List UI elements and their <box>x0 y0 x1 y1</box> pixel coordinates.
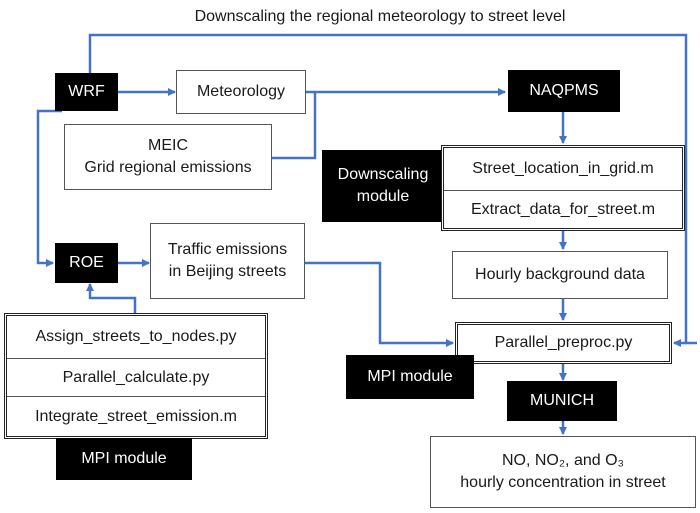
naqpms-box: NAQPMS <box>508 70 620 112</box>
extract-data-label: Extract_data_for_street.m <box>470 200 656 218</box>
munich-box: MUNICH <box>507 381 617 421</box>
parallel-calculate-script: Parallel_calculate.py <box>7 358 265 396</box>
meic-sublabel: Grid regional emissions <box>84 159 252 176</box>
output-box: NO, NO₂, and O₃ hourly concentration in … <box>430 436 696 508</box>
parallel-preproc-module: Parallel_preproc.py <box>455 322 672 364</box>
mpi-module-left-label: MPI module <box>81 450 167 468</box>
arrow-meic-to-naqpms <box>272 92 317 160</box>
wrf-box: WRF <box>55 73 118 111</box>
hourly-background-label: Hourly background data <box>475 266 645 284</box>
output-sublabel: hourly concentration in street <box>460 474 666 491</box>
assign-streets-script: Assign_streets_to_nodes.py <box>7 316 265 358</box>
downscaling-module-label-box: Downscaling module <box>322 150 444 222</box>
street-location-script: Street_location_in_grid.m <box>444 148 682 190</box>
wrf-label: WRF <box>68 83 105 101</box>
meteorology-label: Meteorology <box>196 83 286 101</box>
assign-streets-label: Assign_streets_to_nodes.py <box>35 328 237 345</box>
integrate-emission-script: Integrate_street_emission.m <box>7 396 265 436</box>
mpi-module-right-label: MPI module <box>367 368 453 386</box>
meic-box: MEIC Grid regional emissions <box>64 124 272 190</box>
arrow-wrf-loop-to-preproc <box>88 33 697 345</box>
downscaling-module-line2: module <box>356 188 410 205</box>
traffic-emissions-sublabel: in Beijing streets <box>168 263 287 280</box>
naqpms-label: NAQPMS <box>529 82 599 100</box>
extract-data-script: Extract_data_for_street.m <box>444 190 682 228</box>
roe-box: ROE <box>55 243 118 283</box>
arrow-traffic-to-preproc <box>305 261 454 347</box>
hourly-background-box: Hourly background data <box>452 251 668 299</box>
mpi-module-left-label-box: MPI module <box>56 438 192 480</box>
parallel-calculate-label: Parallel_calculate.py <box>62 368 210 386</box>
mpi-module-left: Assign_streets_to_nodes.py Parallel_calc… <box>4 313 268 439</box>
output-label: NO, NO₂, and O₃ <box>501 452 625 470</box>
traffic-emissions-box: Traffic emissions in Beijing streets <box>150 223 305 299</box>
parallel-preproc-label: Parallel_preproc.py <box>494 334 633 351</box>
mpi-module-right-label-box: MPI module <box>346 355 474 399</box>
arrow-wrf-to-roe <box>36 109 62 267</box>
roe-label: ROE <box>69 254 104 272</box>
meteorology-box: Meteorology <box>176 70 306 114</box>
diagram-title: Downscaling the regional meteorology to … <box>194 8 566 25</box>
downscaling-module: Street_location_in_grid.m Extract_data_f… <box>441 145 685 231</box>
street-location-label: Street_location_in_grid.m <box>472 160 654 177</box>
integrate-emission-label: Integrate_street_emission.m <box>35 407 237 425</box>
munich-label: MUNICH <box>530 392 594 410</box>
downscaling-module-line1: Downscaling <box>337 166 429 184</box>
meic-label: MEIC <box>148 137 188 155</box>
parallel-preproc-script: Parallel_preproc.py <box>458 325 669 361</box>
arrow-mpi-to-roe <box>86 283 137 313</box>
traffic-emissions-label: Traffic emissions <box>167 241 288 259</box>
